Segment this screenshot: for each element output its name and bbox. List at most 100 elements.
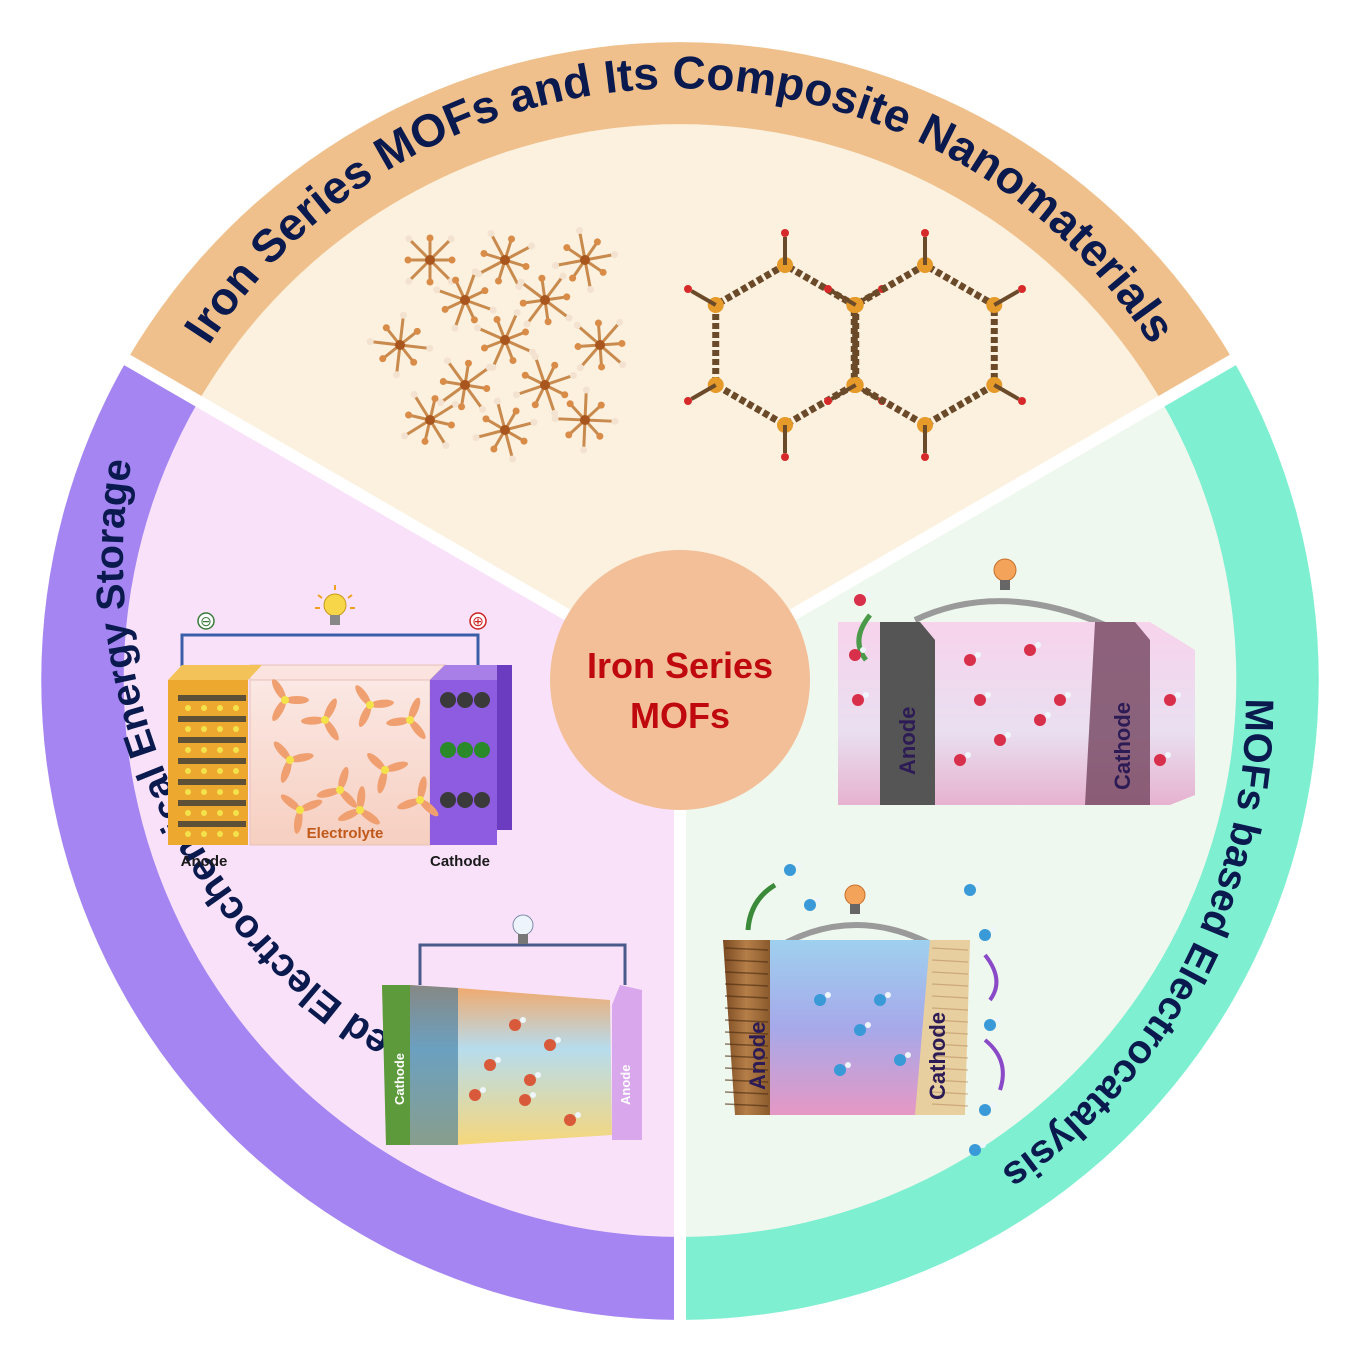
lithium-ion xyxy=(321,716,329,724)
mof-atom xyxy=(587,285,595,293)
mof-atom xyxy=(494,277,502,285)
wood-grain xyxy=(724,1079,769,1083)
molecule-atom xyxy=(1054,694,1066,706)
mof-atom xyxy=(513,309,521,317)
mof-atom xyxy=(618,339,626,347)
mof-atom xyxy=(487,229,495,237)
molecule-atom xyxy=(555,1037,561,1043)
mof-oxygen xyxy=(781,453,789,461)
wood-grain xyxy=(931,1079,969,1083)
electrolyte-molecule xyxy=(271,679,286,701)
cathode-particles xyxy=(440,692,490,808)
mof-linker xyxy=(690,383,717,401)
mof-bond xyxy=(533,356,547,386)
lithium-ion xyxy=(185,789,191,795)
mof-atom xyxy=(528,242,536,250)
mof-bond xyxy=(543,384,557,414)
wood-grain xyxy=(931,1091,969,1095)
mof-atom xyxy=(512,407,520,415)
anode-texture xyxy=(724,947,969,1107)
cathode-particle xyxy=(440,692,456,708)
molecule-atom xyxy=(995,1017,1001,1023)
mof-atom xyxy=(489,306,497,314)
mof-metal-node xyxy=(540,295,550,305)
cathode-particle xyxy=(440,792,456,808)
mof-metal-node xyxy=(500,255,510,265)
mof-cluster xyxy=(472,397,538,463)
molecule-atom xyxy=(990,927,996,933)
molecule-atom xyxy=(854,594,866,606)
mof-atom xyxy=(483,384,491,392)
graphite-layer xyxy=(178,821,246,827)
molecule-atom xyxy=(469,1089,481,1101)
mof-bond xyxy=(503,259,521,288)
mof-atom xyxy=(551,361,559,369)
mof-atom xyxy=(594,319,602,327)
mof-bond xyxy=(489,232,507,261)
arrow-icon xyxy=(983,953,999,1002)
lightbulb-icon xyxy=(315,585,355,625)
mof-atom xyxy=(551,415,559,423)
mof-bond xyxy=(544,298,570,320)
lithium-ion xyxy=(233,705,239,711)
graphite-layer xyxy=(178,800,246,806)
mof-atom xyxy=(458,403,466,411)
molecule-atom xyxy=(954,754,966,766)
mof-cluster xyxy=(366,311,434,379)
molecule-atom xyxy=(865,592,871,598)
molecule-atom xyxy=(975,882,981,888)
electrolyte-molecule xyxy=(408,697,421,721)
mof-metal-node xyxy=(460,295,470,305)
mof-atom xyxy=(544,318,552,326)
mof-atom xyxy=(522,263,530,271)
cathode-particle xyxy=(474,742,490,758)
mof-oxygen xyxy=(781,229,789,237)
molecule-atom xyxy=(964,654,976,666)
mof-metal-node xyxy=(425,255,435,265)
cathode-particle xyxy=(474,692,490,708)
molecule-atom xyxy=(795,862,801,868)
cell-bottom-right: Anode Cathode xyxy=(723,862,1005,1156)
mof-bond xyxy=(525,299,547,325)
molecule-atom xyxy=(814,994,826,1006)
mof-metal-node xyxy=(500,335,510,345)
small-cell-left: Cathode Anode xyxy=(382,914,642,1145)
electrolyte-molecule xyxy=(409,719,426,740)
mof-atom xyxy=(431,395,439,403)
molecule-atom xyxy=(1035,642,1041,648)
mof-atom xyxy=(401,432,409,440)
wood-grain xyxy=(931,971,969,975)
mof-cluster xyxy=(517,272,573,328)
cell-molecules xyxy=(469,1017,581,1126)
mof-atom xyxy=(443,357,451,365)
lithium-ion xyxy=(217,831,223,837)
lithium-ion xyxy=(356,806,364,814)
wood-grain xyxy=(931,995,969,999)
wood-grain xyxy=(931,1067,969,1071)
mof-atom xyxy=(426,278,434,286)
lithium-ion xyxy=(217,747,223,753)
mof-atom xyxy=(470,316,478,324)
mof-atom xyxy=(563,293,571,301)
molecule-atom xyxy=(984,1019,996,1031)
cathode-label-small: Cathode xyxy=(392,1053,407,1105)
mof-atom xyxy=(451,400,459,408)
cathode-particle xyxy=(457,792,473,808)
lithium-ion xyxy=(336,786,344,794)
mof-atom xyxy=(597,401,605,409)
molecule-atom xyxy=(969,1144,981,1156)
electrolyte-molecule xyxy=(417,776,427,801)
mof-atom xyxy=(517,278,525,286)
mof-bond xyxy=(439,383,466,404)
molecule-atom xyxy=(520,1017,526,1023)
mof-atom xyxy=(531,353,539,361)
mof-atom xyxy=(563,244,571,252)
electrolyte-molecule xyxy=(272,699,286,722)
molecule-atom xyxy=(1024,644,1036,656)
graphite-layer xyxy=(178,716,246,722)
lithium-ion xyxy=(233,768,239,774)
mof-bond xyxy=(599,343,624,366)
lithium-ion xyxy=(201,747,207,753)
mof-atom xyxy=(448,256,456,264)
molecule-atom xyxy=(845,1062,851,1068)
